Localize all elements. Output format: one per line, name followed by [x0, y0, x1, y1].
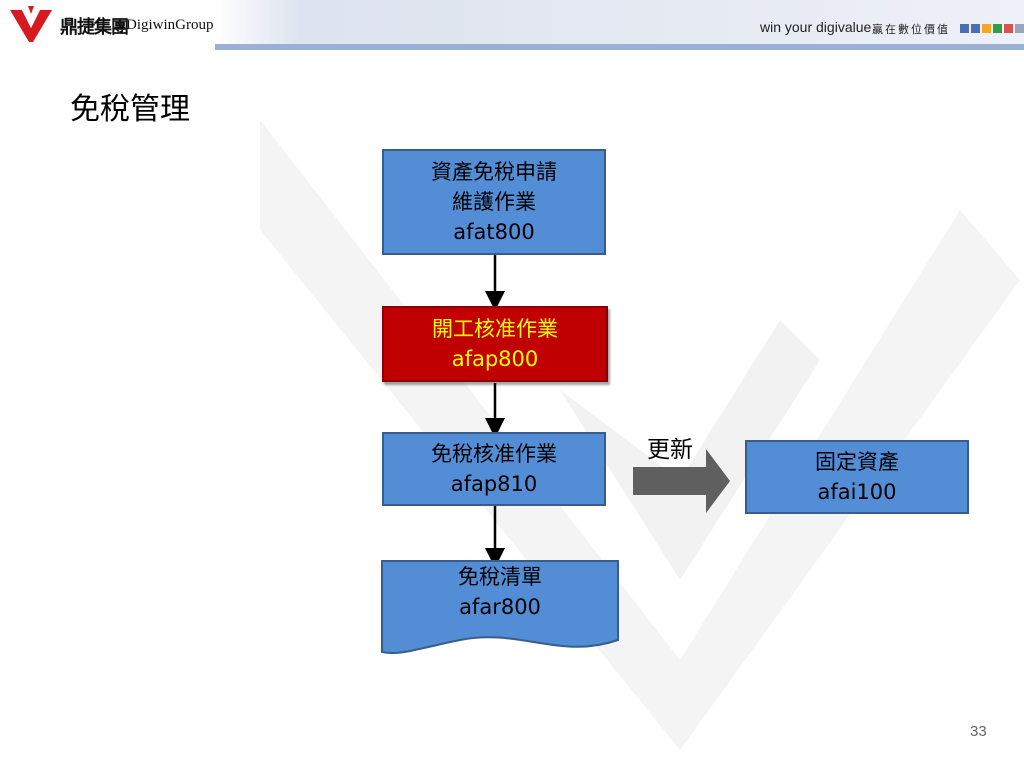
step4-document-shape — [381, 560, 619, 655]
flow-step-tax-exemption-approval: 免稅核准作業 afap810 — [382, 432, 606, 506]
step1-code: afat800 — [453, 220, 535, 244]
slogan-square-6 — [1015, 24, 1024, 33]
company-slogan: win your digivalue 贏在數位價值 — [760, 19, 1024, 39]
step2-code: afap800 — [451, 347, 539, 371]
flow-target-fixed-assets: 固定資產 afai100 — [745, 440, 969, 514]
flow-step-asset-tax-exemption-application: 資產免稅申請 維護作業 afat800 — [382, 149, 606, 255]
slogan-english: win your digivalue — [760, 19, 872, 35]
page-title: 免稅管理 — [70, 92, 190, 127]
step1-label-line2: 維護作業 — [452, 190, 536, 214]
logo-chinese-name: 鼎捷集團 — [60, 17, 129, 38]
step3-label: 免稅核准作業 — [431, 442, 557, 466]
page-number: 33 — [970, 723, 987, 740]
slogan-square-2 — [971, 24, 980, 33]
step2-label: 開工核准作業 — [432, 317, 558, 341]
step4-code: afar800 — [459, 595, 541, 619]
step1-label-line1: 資產免稅申請 — [431, 160, 557, 184]
logo-english-name: DigiwinGroup — [126, 17, 214, 33]
target-label: 固定資產 — [815, 450, 899, 474]
step4-label: 免稅清單 — [458, 565, 542, 589]
background-watermark — [260, 120, 1020, 750]
slogan-color-squares — [960, 24, 1024, 33]
header-accent-bar — [215, 44, 1024, 50]
slogan-square-4 — [993, 24, 1002, 33]
update-label: 更新 — [647, 437, 693, 463]
flow-step-tax-exemption-list: 免稅清單 afar800 — [382, 562, 618, 622]
update-arrow-icon — [633, 449, 730, 513]
slogan-square-1 — [960, 24, 969, 33]
flow-step-construction-approval: 開工核准作業 afap800 — [382, 306, 608, 382]
slogan-square-3 — [982, 24, 991, 33]
target-code: afai100 — [817, 480, 897, 504]
step3-code: afap810 — [450, 472, 538, 496]
slogan-chinese: 贏在數位價值 — [872, 23, 950, 36]
company-logo: 鼎捷集團 DigiwinGroup — [8, 4, 218, 44]
slogan-square-5 — [1004, 24, 1013, 33]
header-banner: 鼎捷集團 DigiwinGroup win your digivalue 贏在數… — [0, 0, 1024, 50]
logo-mark-icon — [10, 6, 52, 42]
